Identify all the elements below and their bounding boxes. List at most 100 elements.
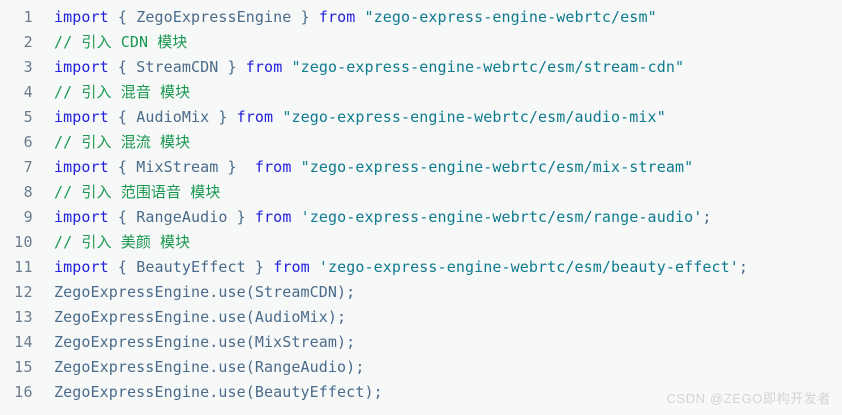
line-content: import { ZegoExpressEngine } from "zego-… xyxy=(33,5,657,30)
token-plain xyxy=(355,8,364,26)
token-kw: from xyxy=(254,208,292,226)
line-content: // 引入 混流 模块 xyxy=(33,130,190,155)
token-punct: } xyxy=(291,8,319,26)
token-plain xyxy=(273,108,282,126)
line-content: ZegoExpressEngine.use(RangeAudio); xyxy=(33,355,364,380)
token-plain: ZegoExpressEngine.use(RangeAudio); xyxy=(54,358,365,376)
token-str: "zego-express-engine-webrtc/esm/stream-c… xyxy=(291,58,685,76)
line-number: 9 xyxy=(23,208,33,226)
line-number: 8 xyxy=(23,183,33,201)
token-kw: from xyxy=(254,158,292,176)
code-line[interactable]: 10 // 引入 美颜 模块 xyxy=(0,230,842,255)
code-line[interactable]: 6 // 引入 混流 模块 xyxy=(0,130,842,155)
token-punct: { xyxy=(108,58,137,76)
token-str: 'zego-express-engine-webrtc/esm/range-au… xyxy=(300,208,703,226)
token-id: AudioMix xyxy=(136,108,210,126)
line-content: import { StreamCDN } from "zego-express-… xyxy=(33,55,684,80)
token-comment: // 引入 混音 模块 xyxy=(54,83,191,101)
token-kw: from xyxy=(245,58,283,76)
token-punct: { xyxy=(108,258,137,276)
token-plain: ZegoExpressEngine.use(AudioMix); xyxy=(54,308,347,326)
token-kw: import xyxy=(54,58,109,76)
token-kw: import xyxy=(54,8,109,26)
token-kw: import xyxy=(54,208,109,226)
token-str: "zego-express-engine-webrtc/esm" xyxy=(364,8,657,26)
token-punct: } xyxy=(218,158,255,176)
line-number: 3 xyxy=(23,58,33,76)
token-kw: from xyxy=(273,258,310,276)
line-number: 6 xyxy=(23,133,33,151)
token-comment: // 引入 混流 模块 xyxy=(54,133,191,151)
line-content: // 引入 CDN 模块 xyxy=(33,30,187,55)
token-punct: { xyxy=(108,208,137,226)
token-punct: ; xyxy=(738,258,749,276)
token-str: "zego-express-engine-webrtc/esm/audio-mi… xyxy=(282,108,666,126)
line-number: 1 xyxy=(23,8,33,26)
token-punct: { xyxy=(108,108,137,126)
code-line[interactable]: 12 ZegoExpressEngine.use(StreamCDN); xyxy=(0,280,842,305)
line-content: import { BeautyEffect } from 'zego-expre… xyxy=(33,255,748,280)
token-id: StreamCDN xyxy=(136,58,219,76)
token-kw: import xyxy=(54,258,109,276)
token-kw: import xyxy=(54,158,109,176)
token-str: "zego-express-engine-webrtc/esm/mix-stre… xyxy=(300,158,694,176)
token-kw: from xyxy=(236,108,274,126)
token-comment: // 引入 CDN 模块 xyxy=(54,33,188,51)
line-content: ZegoExpressEngine.use(MixStream); xyxy=(33,330,355,355)
token-punct: { xyxy=(108,8,137,26)
token-plain xyxy=(291,158,300,176)
token-id: ZegoExpressEngine xyxy=(136,8,292,26)
line-number: 10 xyxy=(14,233,33,251)
token-plain: ZegoExpressEngine.use(StreamCDN); xyxy=(54,283,356,301)
line-number: 2 xyxy=(23,33,33,51)
line-number: 4 xyxy=(23,83,33,101)
code-line[interactable]: 8 // 引入 范围语音 模块 xyxy=(0,180,842,205)
line-number: 16 xyxy=(14,383,33,401)
token-punct: ; xyxy=(702,208,712,226)
line-content: import { AudioMix } from "zego-express-e… xyxy=(33,105,666,130)
token-comment: // 引入 美颜 模块 xyxy=(54,233,191,251)
line-content: // 引入 范围语音 模块 xyxy=(33,180,220,205)
csdn-watermark: CSDN @ZEGO即构开发者 xyxy=(666,391,831,406)
token-kw: from xyxy=(318,8,356,26)
line-content: import { RangeAudio } from 'zego-express… xyxy=(33,205,712,230)
line-number: 11 xyxy=(14,258,33,276)
token-punct: } xyxy=(209,108,237,126)
line-number: 12 xyxy=(14,283,33,301)
token-id: RangeAudio xyxy=(136,208,228,226)
line-number: 15 xyxy=(14,358,33,376)
token-punct: } xyxy=(218,58,246,76)
line-content: ZegoExpressEngine.use(BeautyEffect); xyxy=(33,380,383,405)
token-str: 'zego-express-engine-webrtc/esm/beauty-e… xyxy=(318,258,739,276)
line-content: // 引入 混音 模块 xyxy=(33,80,190,105)
token-plain xyxy=(310,258,319,276)
code-line[interactable]: 2 // 引入 CDN 模块 xyxy=(0,30,842,55)
line-content: // 引入 美颜 模块 xyxy=(33,230,190,255)
token-plain: ZegoExpressEngine.use(MixStream); xyxy=(54,333,356,351)
code-line[interactable]: 15 ZegoExpressEngine.use(RangeAudio); xyxy=(0,355,842,380)
line-content: import { MixStream } from "zego-express-… xyxy=(33,155,693,180)
line-content: ZegoExpressEngine.use(StreamCDN); xyxy=(33,280,355,305)
token-plain: ZegoExpressEngine.use(BeautyEffect); xyxy=(54,383,383,401)
token-punct: } xyxy=(245,258,274,276)
token-punct: } xyxy=(227,208,255,226)
code-line[interactable]: 16 ZegoExpressEngine.use(BeautyEffect); xyxy=(0,380,842,405)
token-punct: { xyxy=(108,158,137,176)
line-number: 13 xyxy=(14,308,33,326)
token-plain xyxy=(291,208,300,226)
token-kw: import xyxy=(54,108,109,126)
code-line[interactable]: 4 // 引入 混音 模块 xyxy=(0,80,842,105)
token-id: BeautyEffect xyxy=(136,258,246,276)
token-comment: // 引入 范围语音 模块 xyxy=(54,183,221,201)
code-line[interactable]: 13 ZegoExpressEngine.use(AudioMix); xyxy=(0,305,842,330)
line-number: 7 xyxy=(23,158,33,176)
token-id: MixStream xyxy=(136,158,219,176)
